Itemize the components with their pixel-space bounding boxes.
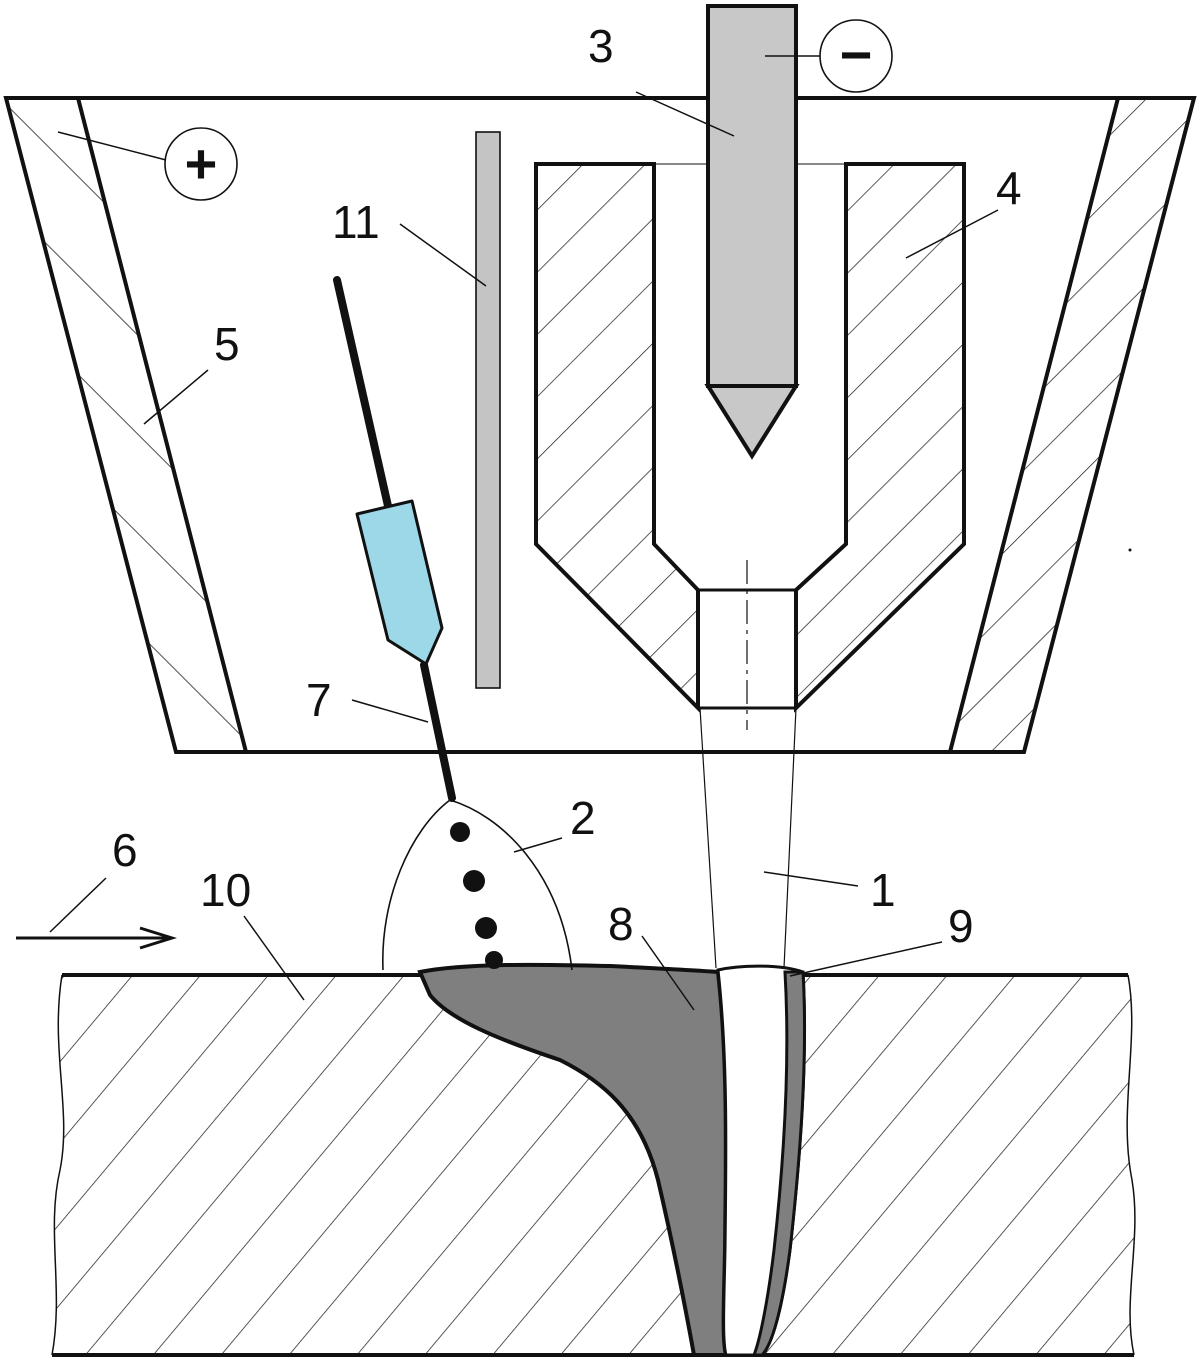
filler-arc-zone: [382, 799, 573, 971]
inner-nozzle: [534, 162, 966, 730]
plasma-column: [699, 707, 797, 969]
label-9: 9: [948, 900, 974, 952]
anode-symbol: +: [57, 127, 238, 201]
tungsten-electrode: [704, 4, 800, 460]
cathode-symbol: −: [765, 19, 893, 93]
label-10: 10: [200, 864, 251, 916]
travel-direction-arrow: [16, 877, 178, 950]
label-8: 8: [608, 898, 634, 950]
label-2: 2: [570, 792, 596, 844]
leader-lines: [143, 91, 999, 1011]
label-7: 7: [306, 674, 332, 726]
plate-11: [475, 131, 501, 689]
filler-wire: [333, 276, 456, 802]
label-6: 6: [112, 824, 138, 876]
anode-sign: +: [185, 132, 218, 195]
label-11: 11: [332, 196, 380, 248]
label-5: 5: [214, 318, 240, 370]
label-1: 1: [870, 864, 896, 916]
label-4: 4: [996, 162, 1022, 214]
keyhole-channel: [716, 964, 807, 1357]
label-3: 3: [588, 20, 614, 72]
cathode-sign: −: [840, 23, 873, 86]
